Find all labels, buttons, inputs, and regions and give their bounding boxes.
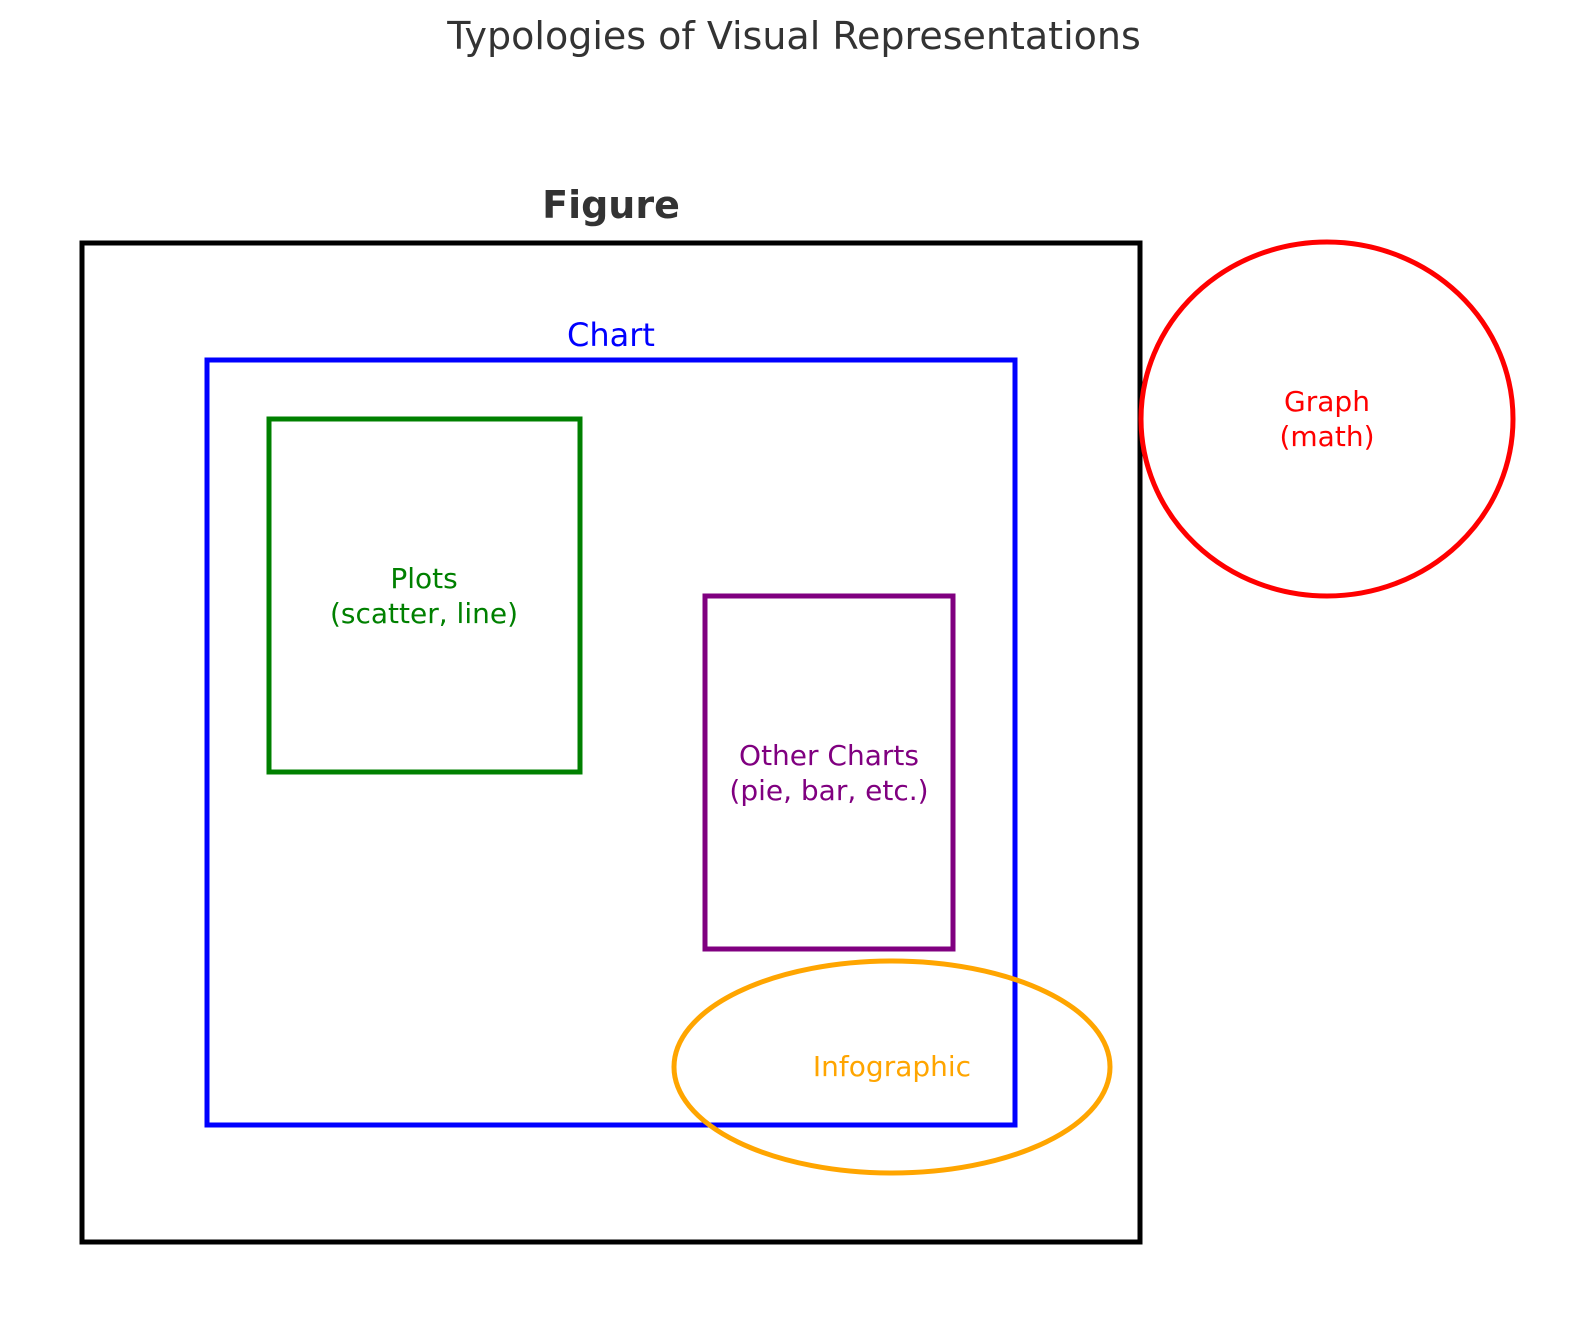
- other-charts-label-examples: (pie, bar, etc.): [729, 774, 928, 807]
- other-charts-label-title: Other Charts: [739, 739, 919, 772]
- graph-label-subtitle: (math): [1279, 420, 1374, 453]
- figure-label: Figure: [542, 183, 680, 227]
- other-charts-box: [702, 593, 956, 952]
- diagram-title: Typologies of Visual Representations: [446, 14, 1141, 58]
- figure-box: [79, 240, 1143, 1245]
- infographic-label: Infographic: [813, 1050, 971, 1083]
- chart-label: Chart: [567, 316, 655, 354]
- plots-box: [266, 416, 583, 775]
- graph-ellipse: [1138, 239, 1516, 599]
- graph-label-title: Graph: [1284, 385, 1370, 418]
- chart-box: [204, 357, 1018, 1128]
- plots-label-examples: (scatter, line): [330, 597, 518, 630]
- infographic-ellipse: [671, 958, 1113, 1176]
- plots-label-title: Plots: [390, 562, 457, 595]
